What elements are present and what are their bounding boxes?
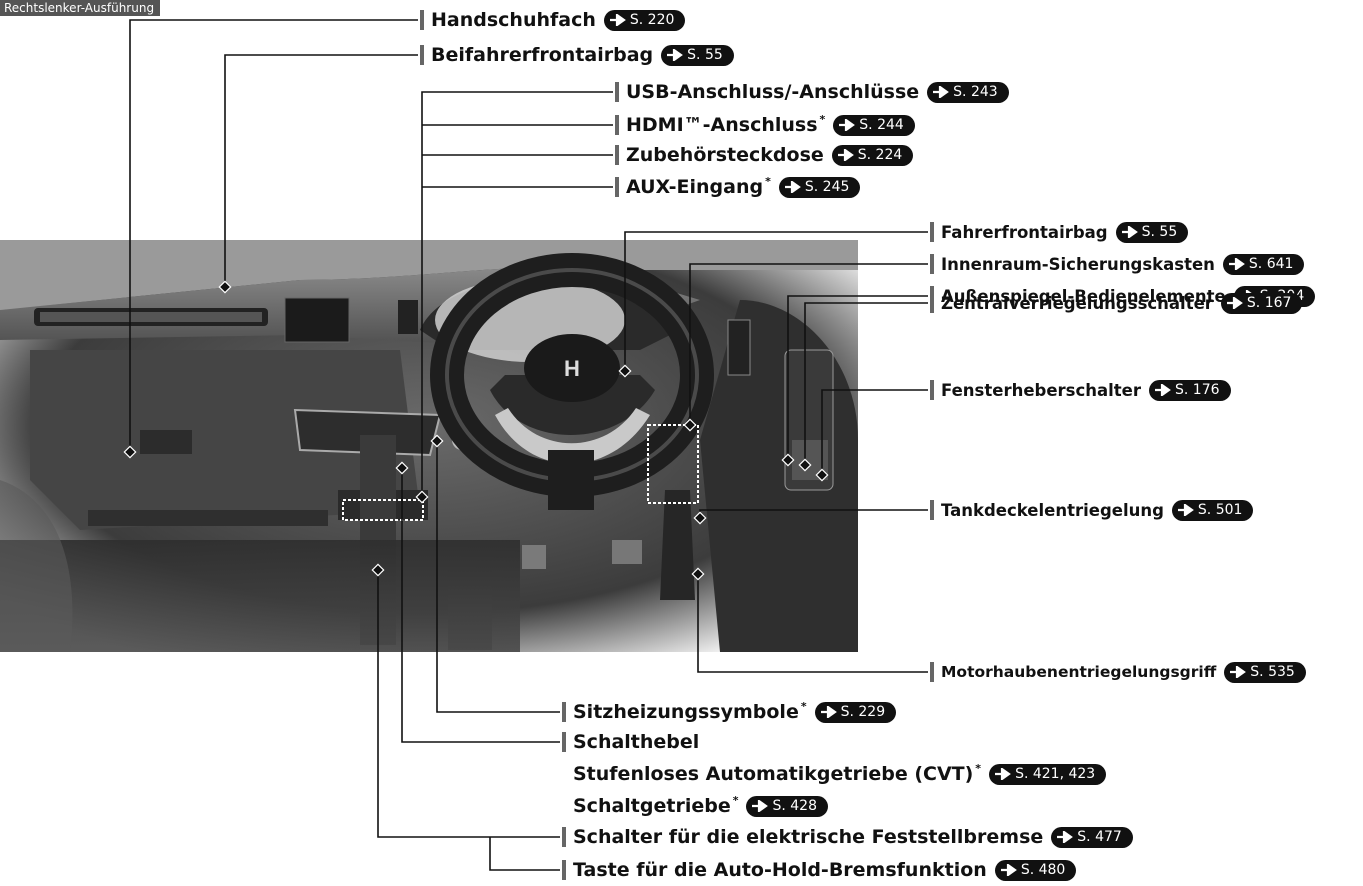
label-driver-airbag: Fahrerfrontairbag S. 55 (930, 220, 1189, 244)
arrow-right-icon (1000, 864, 1017, 876)
label-marker (930, 500, 934, 520)
label-marker (930, 254, 934, 274)
label-cvt: Stufenloses Automatikgetriebe (CVT)* S. … (573, 761, 1107, 786)
page-ref-badge[interactable]: S. 421, 423 (989, 763, 1107, 785)
footnote-star: * (732, 793, 739, 807)
label-marker (420, 45, 424, 65)
label-accessory-socket: Zubehörsteckdose S. 224 (615, 143, 914, 167)
svg-text:H: H (564, 356, 580, 381)
label-passenger-airbag: Beifahrerfrontairbag S. 55 (420, 43, 734, 67)
page-ref-badge[interactable]: S. 244 (833, 114, 915, 136)
label-marker (615, 82, 619, 102)
arrow-right-icon (1226, 297, 1243, 309)
footnote-star: * (765, 174, 771, 188)
label-marker (420, 10, 424, 30)
arrow-right-icon (1155, 384, 1171, 396)
label-marker (930, 293, 934, 313)
page-ref-badge[interactable]: S. 243 (927, 81, 1009, 103)
arrow-right-icon (752, 800, 769, 812)
label-marker (615, 145, 619, 165)
label-shift-lever: Schalthebel (562, 730, 699, 754)
label-usb: USB-Anschluss/-Anschlüsse S. 243 (615, 80, 1009, 104)
arrow-right-icon (995, 768, 1011, 780)
arrow-right-icon (839, 119, 856, 131)
label-manual-gearbox: Schaltgetriebe* S. 428 (573, 794, 828, 818)
drive-variant-tag: Rechtslenker-Ausführung (0, 0, 161, 16)
footnote-star: * (975, 761, 982, 775)
label-marker (562, 860, 566, 880)
page-ref-badge[interactable]: S. 176 (1149, 379, 1231, 401)
label-aux: AUX-Eingang* S. 245 (615, 174, 861, 199)
page-ref-badge[interactable]: S. 55 (1115, 221, 1189, 243)
label-marker (562, 827, 566, 847)
label-hood-release: Motorhaubenentriegelungsgriff S. 535 (930, 660, 1306, 684)
page-ref-badge[interactable]: S. 220 (603, 9, 686, 31)
page-ref-badge[interactable]: S. 229 (814, 701, 897, 723)
page-ref-badge[interactable]: S. 535 (1224, 661, 1306, 683)
page-ref-badge[interactable]: S. 55 (661, 44, 734, 66)
label-central-lock: Zentralverriegelungsschalter S. 167 (930, 291, 1303, 315)
arrow-right-icon (1121, 226, 1138, 238)
page-ref-badge[interactable]: S. 480 (994, 859, 1077, 881)
page-ref-badge[interactable]: S. 477 (1051, 826, 1133, 848)
arrow-right-icon (667, 49, 684, 61)
arrow-right-icon (1228, 258, 1245, 270)
arrow-right-icon (1057, 831, 1074, 843)
footnote-star: * (819, 112, 826, 126)
arrow-right-icon (1230, 666, 1247, 678)
page-ref-badge[interactable]: S. 641 (1222, 253, 1305, 275)
arrow-right-icon (820, 706, 837, 718)
page-ref-badge[interactable]: S. 428 (746, 795, 828, 817)
label-marker (930, 662, 934, 682)
label-auto-hold: Taste für die Auto-Hold-Bremsfunktion S.… (562, 858, 1077, 882)
label-marker (930, 380, 934, 400)
page-ref-badge[interactable]: S. 224 (831, 144, 914, 166)
arrow-right-icon (1177, 504, 1194, 516)
footnote-star: * (800, 699, 807, 713)
arrow-right-icon (784, 181, 801, 193)
label-marker (930, 222, 934, 242)
label-parking-brake: Schalter für die elektrische Feststellbr… (562, 825, 1133, 849)
label-window-switch: Fensterheberschalter S. 176 (930, 378, 1231, 402)
label-marker (615, 177, 619, 197)
label-hdmi: HDMI™-Anschluss* S. 244 (615, 113, 915, 137)
label-fuse-box: Innenraum-Sicherungskasten S. 641 (930, 252, 1305, 276)
label-glovebox: Handschuhfach S. 220 (420, 8, 686, 32)
arrow-right-icon (609, 14, 626, 26)
arrow-right-icon (837, 149, 854, 161)
label-marker (615, 115, 619, 135)
dashboard-photo: H (0, 240, 858, 652)
label-marker (562, 702, 566, 722)
page-ref-badge[interactable]: S. 167 (1220, 292, 1303, 314)
label-marker (562, 732, 566, 752)
arrow-right-icon (933, 86, 950, 98)
page-ref-badge[interactable]: S. 245 (778, 176, 861, 198)
label-seat-heating: Sitzheizungssymbole* S. 229 (562, 699, 897, 724)
page-ref-badge[interactable]: S. 501 (1171, 499, 1254, 521)
label-fuel-release: Tankdeckelentriegelung S. 501 (930, 498, 1254, 522)
